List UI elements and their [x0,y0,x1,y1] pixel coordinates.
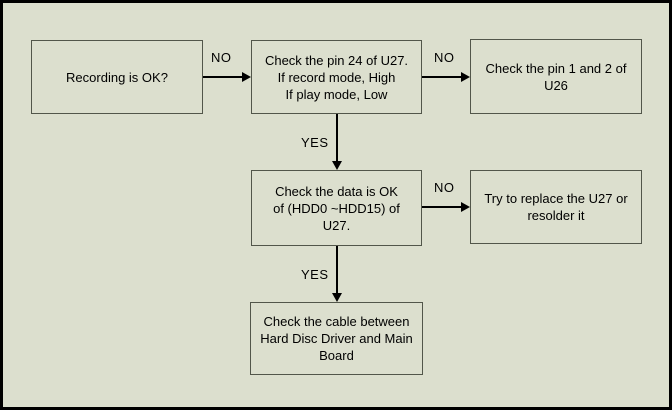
flowchart-node-replace-u27: Try to replace the U27 or resolder it [470,170,642,244]
arrow-pin24-to-data-hdd [332,114,342,170]
arrowhead-right-icon [461,202,470,212]
arrow-data-hdd-to-replace [422,202,470,212]
flowchart-node-check-pin1-2-u26: Check the pin 1 and 2 of U26 [470,39,642,114]
flowchart-node-check-cable: Check the cable between Hard Disc Driver… [250,302,423,375]
arrow-shaft [422,206,462,208]
edge-label-no: NO [434,180,455,195]
arrowhead-down-icon [332,293,342,302]
edge-label-yes: YES [301,267,329,282]
flowchart-node-recording-ok: Recording is OK? [31,40,203,114]
edge-label-no: NO [434,50,455,65]
arrow-shaft [336,114,338,162]
arrowhead-down-icon [332,161,342,170]
arrow-shaft [422,76,462,78]
flowchart-node-check-data-hdd: Check the data is OK of (HDD0 ~HDD15) of… [251,170,422,246]
arrowhead-right-icon [461,72,470,82]
edge-label-no: NO [211,50,232,65]
arrow-shaft [336,246,338,294]
flowchart-node-check-pin24-u27: Check the pin 24 of U27. If record mode,… [251,40,422,114]
edge-label-yes: YES [301,135,329,150]
arrow-recording-to-pin24 [203,72,251,82]
arrow-data-hdd-to-cable [332,246,342,302]
arrowhead-right-icon [242,72,251,82]
arrow-pin24-to-pin12 [422,72,470,82]
arrow-shaft [203,76,243,78]
